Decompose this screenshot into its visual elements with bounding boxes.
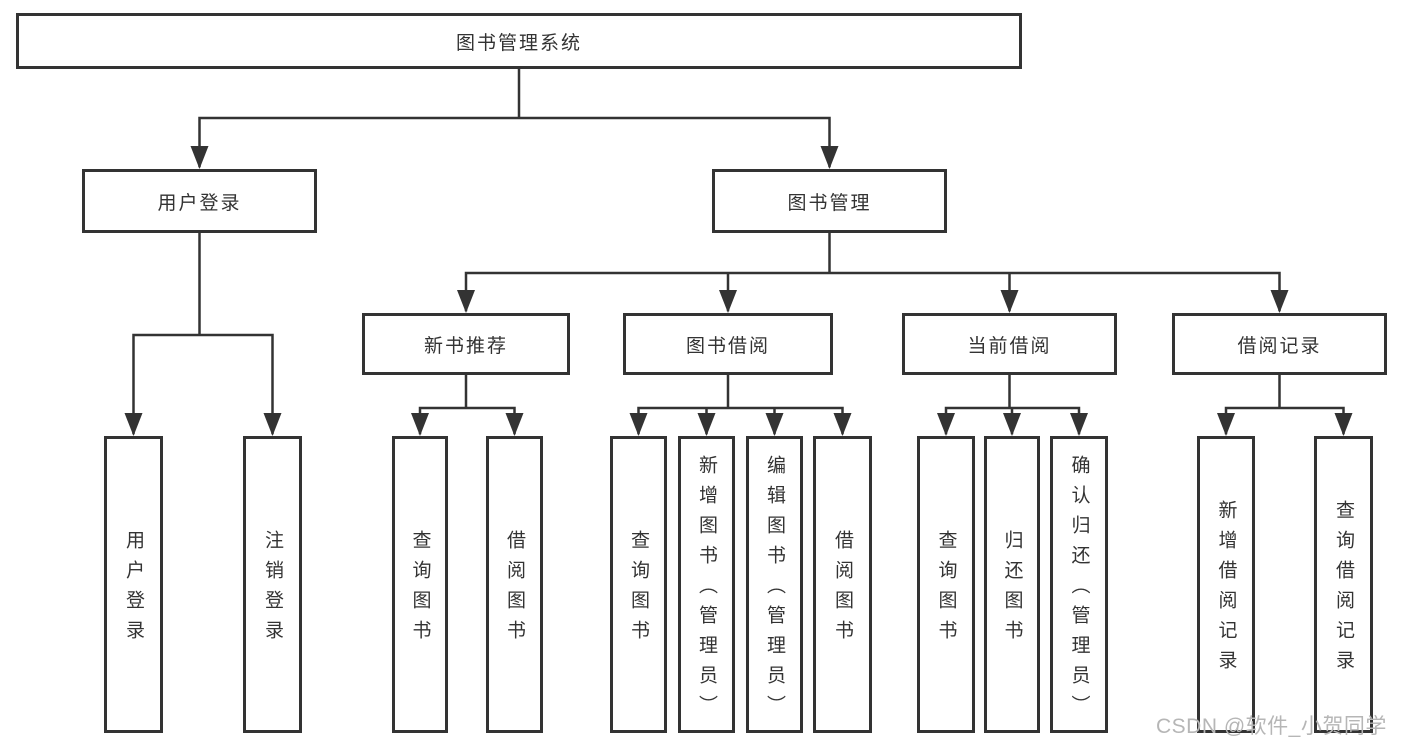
leaf-query-borrow-record: 查询借阅记录 (1314, 436, 1373, 733)
node-label: 借阅图书 (832, 530, 853, 650)
leaf-return-book: 归还图书 (984, 436, 1040, 733)
leaf-confirm-return-admin: 确认归还（管理员） (1050, 436, 1108, 733)
node-current-borrow: 当前借阅 (902, 313, 1117, 375)
leaf-borrow-book: 借阅图书 (813, 436, 872, 733)
connector-path (132, 67, 1345, 435)
node-borrow-record: 借阅记录 (1172, 313, 1387, 375)
node-label: 注销登录 (262, 530, 283, 650)
node-label: 查询图书 (935, 530, 957, 650)
node-new-book-recommend: 新书推荐 (362, 313, 570, 375)
node-label: 查询图书 (628, 530, 649, 650)
node-book-management: 图书管理 (712, 169, 947, 233)
node-book-borrow: 图书借阅 (623, 313, 833, 375)
node-label: 图书管理 (787, 192, 872, 214)
node-label: 用户登录 (157, 192, 242, 214)
leaf-edit-book-admin: 编辑图书（管理员） (746, 436, 803, 733)
node-label: 借阅图书 (504, 530, 525, 650)
node-label: 编辑图书（管理员） (764, 455, 785, 725)
node-label: 新增图书（管理员） (696, 455, 717, 725)
leaf-add-book-admin: 新增图书（管理员） (678, 436, 735, 733)
leaf-logout: 注销登录 (243, 436, 302, 733)
leaf-user-login: 用户登录 (104, 436, 163, 733)
node-label: 图书管理系统 (455, 32, 582, 54)
node-label: 归还图书 (1001, 530, 1023, 650)
node-label: 确认归还（管理员） (1068, 455, 1090, 725)
node-library-system: 图书管理系统 (16, 13, 1022, 69)
watermark: CSDN @软件_小贺同学 (1156, 715, 1387, 738)
leaf-borrow-book-recommend: 借阅图书 (486, 436, 543, 733)
node-label: 图书借阅 (685, 335, 770, 357)
leaf-query-book-recommend: 查询图书 (392, 436, 448, 733)
node-label: 当前借阅 (967, 335, 1052, 357)
node-user-login: 用户登录 (82, 169, 317, 233)
node-label: 新增借阅记录 (1215, 500, 1237, 680)
node-label: 查询借阅记录 (1333, 500, 1354, 680)
node-label: 查询图书 (409, 530, 431, 650)
node-label: 借阅记录 (1237, 335, 1322, 357)
leaf-query-book-current: 查询图书 (917, 436, 975, 733)
node-label: 用户登录 (123, 530, 144, 650)
node-label: 新书推荐 (423, 335, 508, 357)
arrowheads-group (124, 146, 1353, 436)
leaf-add-borrow-record: 新增借阅记录 (1197, 436, 1255, 733)
leaf-query-book-borrow: 查询图书 (610, 436, 667, 733)
